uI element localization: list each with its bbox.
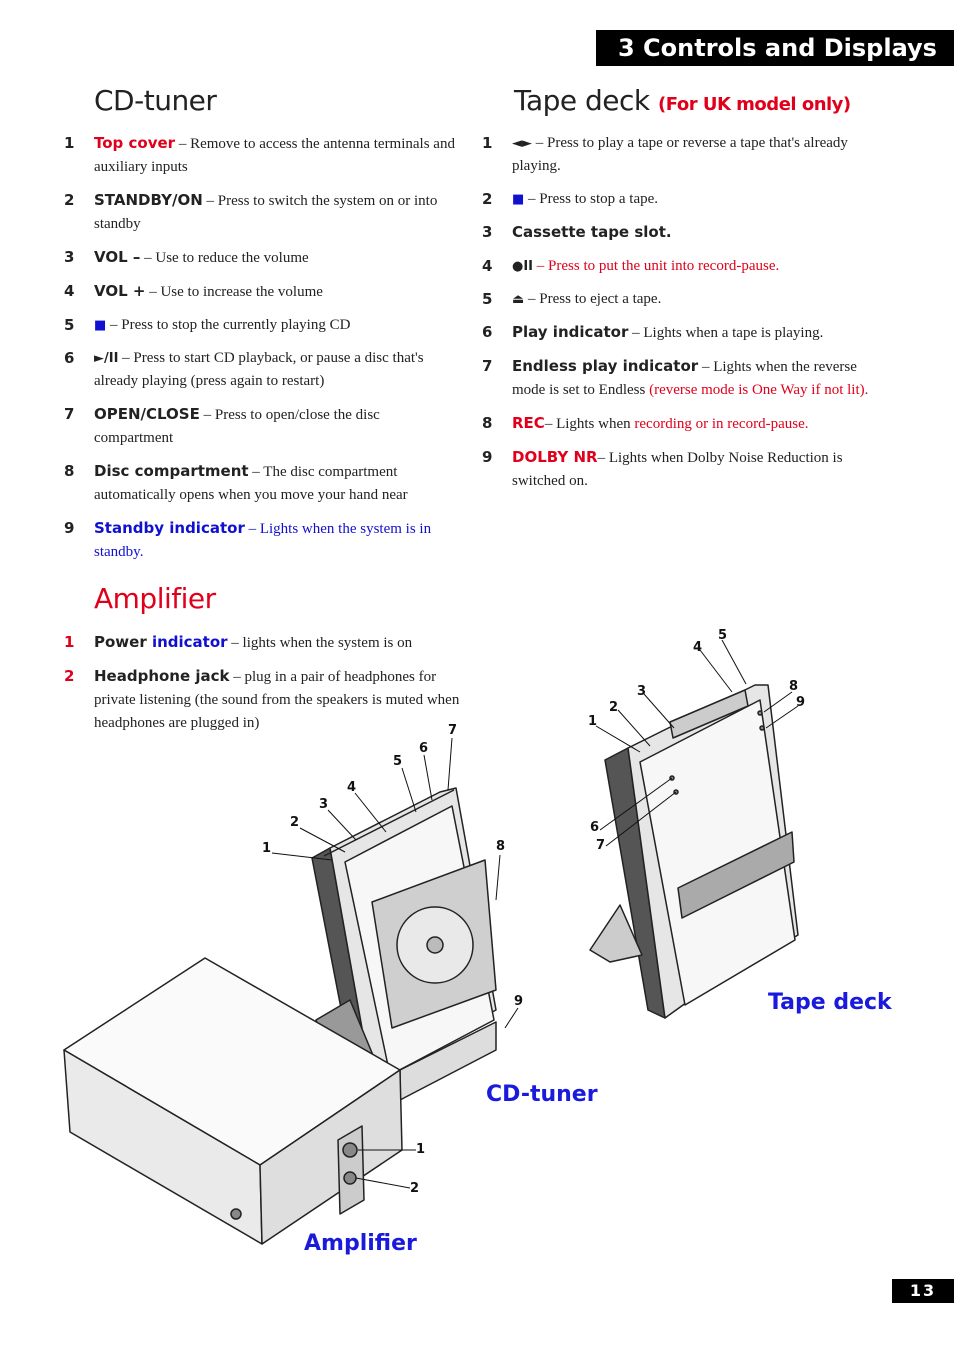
callout-cd-4: 4 — [347, 780, 357, 795]
tape-item-4: 4●II – Press to put the unit into record… — [482, 257, 780, 275]
callout-amp-2: 2 — [410, 1181, 420, 1196]
callout-cd-5: 5 — [393, 754, 403, 769]
chapter-header: 3 Controls and Displays — [596, 30, 954, 66]
callout-tape-3: 3 — [637, 684, 647, 699]
callout-tape-5: 5 — [718, 628, 728, 643]
record-pause-icon: ●II — [512, 259, 534, 274]
tape-deck-illustration — [589, 684, 799, 1019]
tape-deck-list: 1◄► – Press to play a tape or reverse a … — [482, 132, 882, 503]
callout-tape-8: 8 — [789, 679, 799, 694]
callout-cd-3: 3 — [319, 797, 329, 812]
callout-cd-1: 1 — [262, 841, 272, 856]
cd-tuner-figure-label: CD-tuner — [486, 1082, 598, 1107]
cd-item-5: 5■ – Press to stop the currently playing… — [64, 316, 351, 334]
callout-tape-7: 7 — [596, 838, 606, 853]
callout-tape-2: 2 — [609, 700, 619, 715]
cd-item-6: 6►/II – Press to start CD playback, or p… — [64, 349, 424, 389]
callout-tape-4: 4 — [693, 640, 703, 655]
callout-cd-6: 6 — [419, 741, 429, 756]
tape-deck-subtitle: (For UK model only) — [658, 94, 851, 115]
cd-tuner-illustration — [311, 787, 497, 1141]
callout-tape-1: 1 — [588, 714, 598, 729]
amplifier-illustration — [63, 957, 403, 1245]
play-reverse-icon: ◄► — [512, 136, 532, 151]
cd-tuner-heading: CD-tuner — [94, 84, 217, 117]
callout-cd-7: 7 — [448, 723, 458, 738]
callout-tape-6: 6 — [590, 820, 600, 835]
amplifier-figure-label: Amplifier — [304, 1231, 417, 1256]
tape-deck-figure-label: Tape deck — [768, 990, 892, 1015]
callout-cd-8: 8 — [496, 839, 506, 854]
tape-item-5: 5⏏ – Press to eject a tape. — [482, 290, 662, 308]
amplifier-heading: Amplifier — [94, 582, 216, 615]
play-pause-icon: ►/II — [94, 351, 119, 366]
eject-icon: ⏏ — [512, 292, 525, 307]
callout-amp-1: 1 — [416, 1142, 426, 1157]
tape-deck-heading: Tape deck (For UK model only) — [514, 84, 851, 117]
stop-icon: ■ — [512, 192, 525, 207]
callout-cd-9: 9 — [514, 994, 524, 1009]
tape-item-2: 2■ – Press to stop a tape. — [482, 190, 659, 208]
callout-tape-9: 9 — [796, 695, 806, 710]
callout-cd-2: 2 — [290, 815, 300, 830]
stop-icon: ■ — [94, 318, 107, 333]
tape-item-1: 1◄► – Press to play a tape or reverse a … — [482, 134, 848, 174]
page-number: 13 — [892, 1279, 954, 1303]
